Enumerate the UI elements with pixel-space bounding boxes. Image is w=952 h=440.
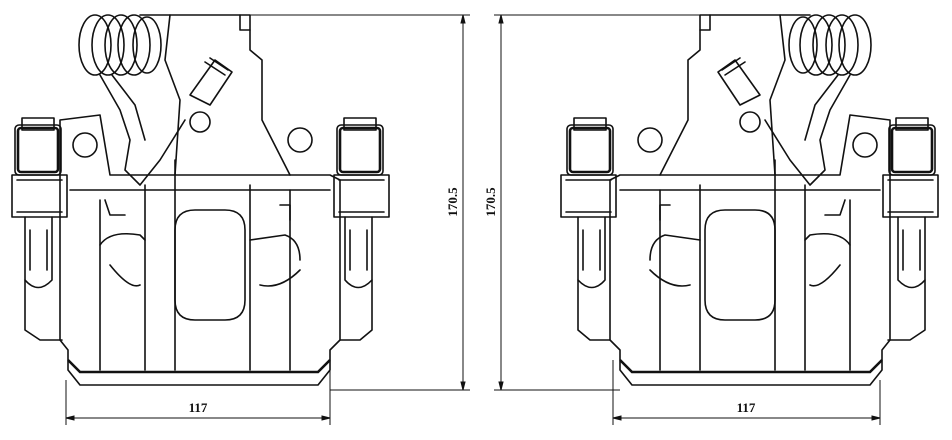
left-dimension-lines (65, 14, 470, 425)
right-width-label: 117 (737, 400, 756, 415)
left-width-label: 117 (189, 400, 208, 415)
right-height-label: 170.5 (483, 187, 498, 217)
left-height-label: 170.5 (445, 187, 460, 217)
right-caliper-view (559, 13, 940, 387)
right-dimension-lines (494, 14, 881, 425)
left-caliper-view (10, 13, 391, 387)
